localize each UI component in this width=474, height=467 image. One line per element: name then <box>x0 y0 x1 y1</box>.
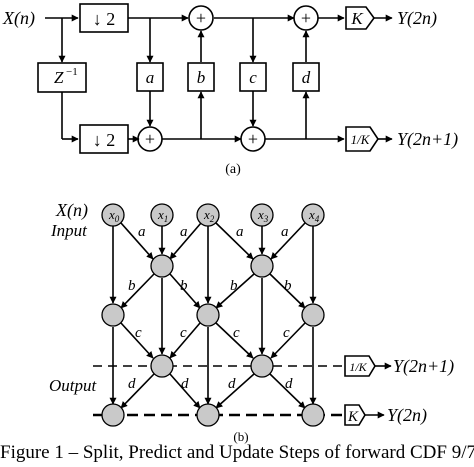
coeff-box-d <box>292 62 320 92</box>
edge-label-c: c <box>283 325 290 341</box>
adder-bottom-1 <box>137 126 163 152</box>
gain-k-block-b <box>344 404 366 426</box>
adder-top-2-symbol: + <box>301 8 311 28</box>
edge-label-c: c <box>135 325 142 341</box>
edge-label-b: b <box>128 278 136 294</box>
part-b-sublabel: (b) <box>233 429 248 444</box>
part-a-input-label: X(n) <box>2 8 35 29</box>
coeff-b-label: b <box>197 68 206 87</box>
downsample-top-label: ↓ 2 <box>93 9 116 29</box>
edge-label-a: a <box>138 224 146 240</box>
part-b-input-label: X(n) <box>55 200 88 221</box>
downsample-box-bottom <box>79 124 129 154</box>
gain-k-block <box>345 6 375 30</box>
edge-label-c: c <box>233 325 240 341</box>
sample-node-x4 <box>301 203 325 227</box>
gain-inv-k-label-b: 1/K <box>349 360 367 374</box>
coeff-d-label: d <box>302 68 311 87</box>
sample-node-x2 <box>196 203 220 227</box>
edge-label-d: d <box>228 376 236 392</box>
edge-label-a: a <box>236 224 244 240</box>
edge-label-b: b <box>230 278 238 294</box>
part-b-lattice <box>93 222 392 426</box>
part-b-labels: X(n) Input Output x0 x1 x2 x3 x4 a a a a… <box>49 200 454 444</box>
sample-node-x1 <box>150 203 174 227</box>
output-odd-label: Y(2n+1) <box>397 129 458 150</box>
coeff-box-a <box>136 62 164 92</box>
edge-label-b: b <box>180 278 188 294</box>
sample-label-x0: x0 <box>108 207 120 224</box>
predict-node <box>250 254 274 278</box>
part-a-block-diagram <box>37 3 393 154</box>
part-b-nodes <box>101 203 325 427</box>
edge-label-c: c <box>180 325 187 341</box>
coeff-a-label: a <box>146 68 155 87</box>
edge-label-d: d <box>181 376 189 392</box>
edge-label-b: b <box>284 278 292 294</box>
update-node <box>301 303 325 327</box>
sample-label-x2: x2 <box>203 207 215 224</box>
edge-label-a: a <box>281 224 289 240</box>
part-a-sublabel: (a) <box>225 162 241 177</box>
adder-top-2 <box>293 5 319 31</box>
adder-bottom-1-symbol: + <box>145 129 155 149</box>
predict-node <box>250 354 274 378</box>
sample-label-x3: x3 <box>257 207 269 224</box>
delay-label: Z <box>54 68 64 87</box>
gain-inv-k-label: 1/K <box>351 132 371 147</box>
part-a-labels: X(n) ↓ 2 ↓ 2 Z −1 + + + + a b c d K 1/K … <box>2 8 458 177</box>
sample-node-x3 <box>250 203 274 227</box>
gain-inv-k-block-b <box>344 355 376 377</box>
adder-bottom-2-symbol: + <box>248 129 258 149</box>
gain-k-label: K <box>350 9 364 28</box>
adder-top-1 <box>188 5 214 31</box>
output-even-label: Y(2n) <box>397 8 437 29</box>
gain-inv-k-block <box>345 126 379 152</box>
output-odd-label-b: Y(2n+1) <box>393 356 454 377</box>
update-node <box>301 403 325 427</box>
coeff-c-label: c <box>249 68 257 87</box>
coeff-box-b <box>187 62 215 92</box>
gain-k-label-b: K <box>347 409 359 425</box>
update-node <box>196 403 220 427</box>
adder-top-1-symbol: + <box>196 8 206 28</box>
output-even-label-b: Y(2n) <box>387 405 427 426</box>
adder-bottom-2 <box>240 126 266 152</box>
update-node <box>101 403 125 427</box>
sample-label-x4: x4 <box>308 207 320 224</box>
update-node <box>101 303 125 327</box>
sample-label-x1: x1 <box>157 207 168 224</box>
figure-caption: Figure 1 – Split, Predict and Update Ste… <box>0 442 474 463</box>
predict-node <box>150 254 174 278</box>
sample-node-x0 <box>101 203 125 227</box>
downsample-box-top <box>79 3 129 33</box>
edge-label-d: d <box>285 376 293 392</box>
output-word: Output <box>49 376 98 395</box>
coeff-box-c <box>239 62 267 92</box>
input-word: Input <box>50 221 88 240</box>
edge-label-d: d <box>128 376 136 392</box>
delay-box <box>37 62 87 93</box>
delay-exponent: −1 <box>66 66 78 78</box>
predict-node <box>150 354 174 378</box>
edge-label-a: a <box>180 224 188 240</box>
downsample-bottom-label: ↓ 2 <box>93 130 116 150</box>
update-node <box>196 303 220 327</box>
